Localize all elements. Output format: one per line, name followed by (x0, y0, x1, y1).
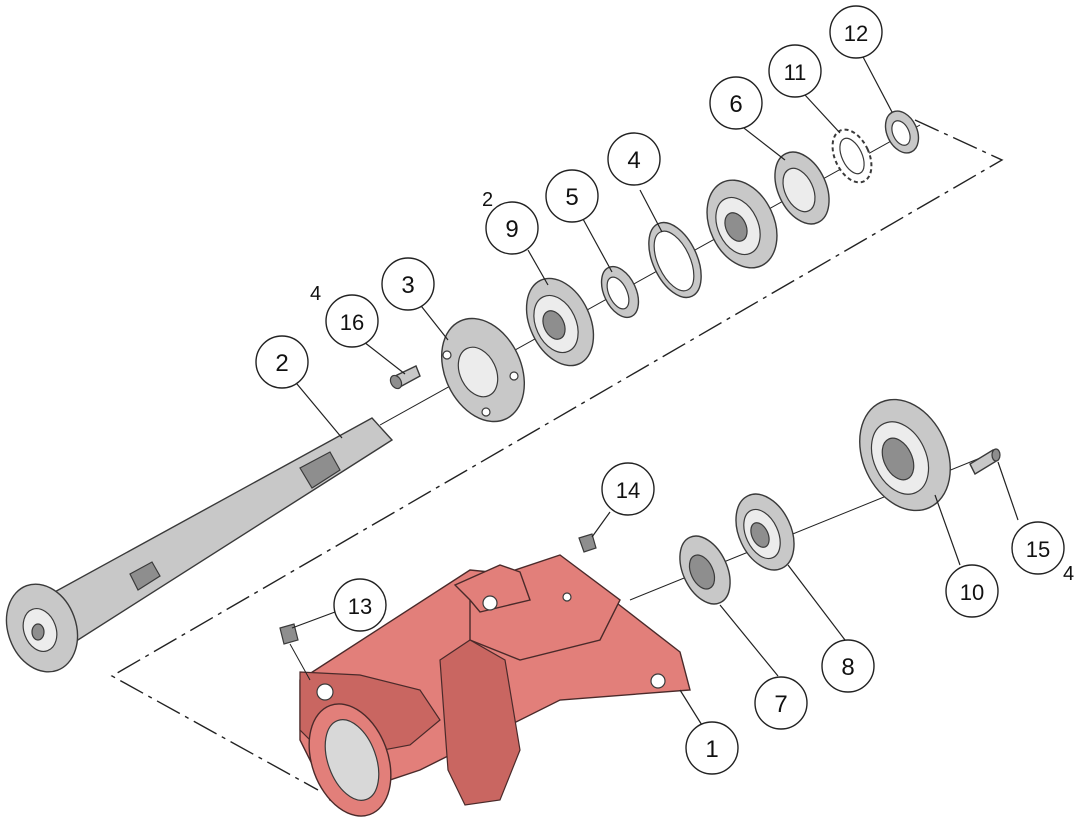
part-lock-washer-11 (831, 128, 873, 184)
leader-16 (363, 341, 406, 375)
leader-5 (582, 218, 613, 273)
callout-7: 7 (754, 676, 808, 730)
leader-4 (639, 189, 663, 233)
callout-1-label: 1 (705, 736, 718, 763)
callout-13: 13 (333, 578, 387, 632)
leader-7 (719, 604, 779, 677)
callout-9-label: 9 (505, 216, 518, 243)
part-screw-15 (969, 448, 1001, 475)
leader-3 (417, 301, 449, 341)
assembly-path-line (110, 119, 1004, 791)
part-nut-12 (884, 110, 920, 154)
callout-12: 12 (829, 5, 883, 59)
callout-14: 14 (601, 462, 655, 516)
callout-4: 4 (607, 132, 661, 186)
part-screw-13 (279, 623, 311, 681)
callout-12-label: 12 (844, 21, 868, 46)
callout-11: 11 (768, 44, 822, 98)
callout-4-label: 4 (627, 147, 640, 174)
part-bearing-8 (735, 493, 795, 571)
callout-2: 2 (255, 335, 309, 389)
callout-13-label: 13 (348, 594, 372, 619)
callout-10-label: 10 (960, 580, 984, 605)
callout-5-label: 5 (565, 184, 578, 211)
leader-8 (787, 564, 846, 641)
leader-10 (934, 494, 961, 566)
leader-lines (291, 54, 1019, 731)
part-seal-7 (679, 535, 731, 605)
part-housing-1 (299, 554, 691, 817)
callout-15: 15 (1011, 521, 1065, 575)
callout-8-label: 8 (841, 654, 854, 681)
callout-3-label: 3 (401, 272, 414, 299)
part-ring-4 (648, 221, 702, 299)
quantity-label-15: 4 (1063, 563, 1074, 585)
part-ring-5 (600, 265, 640, 319)
callout-6: 6 (709, 76, 763, 130)
part-bearing-upper (706, 179, 778, 269)
callout-2-label: 2 (275, 350, 288, 377)
callout-15-label: 15 (1026, 537, 1050, 562)
leader-2 (291, 377, 343, 439)
callout-11-label: 11 (784, 60, 807, 85)
leader-6 (739, 124, 786, 161)
part-flange-3 (440, 317, 526, 423)
callout-10: 10 (945, 564, 999, 618)
part-bearing-6 (774, 151, 830, 225)
part-cover-10 (859, 398, 951, 512)
leader-14 (591, 511, 611, 538)
leader-11 (804, 94, 841, 134)
callout-16: 16 (325, 294, 379, 348)
callout-8: 8 (821, 639, 875, 693)
callout-3: 3 (381, 257, 435, 311)
callout-14-label: 14 (616, 478, 640, 503)
quantity-label-16: 4 (310, 283, 321, 305)
callout-1: 1 (685, 721, 739, 775)
callout-16-label: 16 (340, 310, 364, 335)
callout-6-label: 6 (729, 91, 742, 118)
leader-9 (527, 249, 549, 286)
part-bearing-9 (525, 277, 595, 367)
callout-9: 9 (485, 201, 539, 255)
leader-13 (291, 611, 336, 629)
callout-7-label: 7 (774, 691, 787, 718)
part-screw-16 (389, 365, 421, 390)
leader-12 (861, 54, 893, 113)
callout-5: 5 (545, 169, 599, 223)
part-shaft (5, 417, 394, 673)
leader-15 (997, 461, 1019, 521)
leader-1 (679, 689, 706, 731)
quantity-label-9: 2 (482, 189, 493, 211)
part-plug-14 (578, 533, 597, 553)
